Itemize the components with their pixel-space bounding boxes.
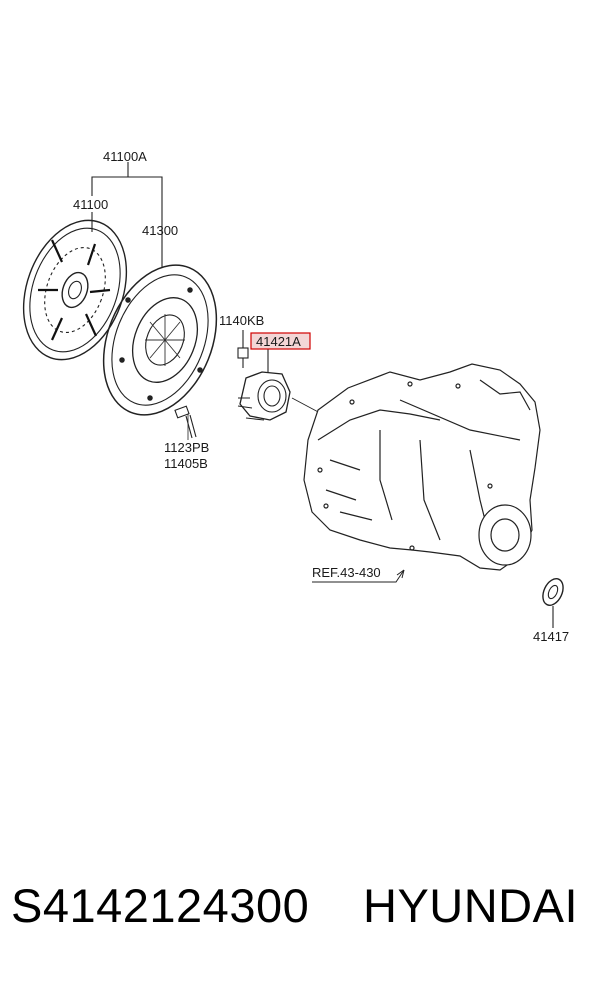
clutch-disc [22, 219, 128, 361]
label-seal: 41417 [533, 629, 569, 644]
label-bolt-a: 1123PB [164, 440, 209, 455]
transaxle-housing [303, 363, 541, 571]
label-bracket-bolt: 1140KB [219, 313, 264, 328]
oil-seal [542, 578, 564, 628]
bracket-bolt [237, 330, 249, 368]
assembly-bracket [91, 176, 163, 243]
label-bearing: 41421A [256, 334, 301, 349]
footer-caption: S4142124300 HYUNDAI [0, 878, 600, 948]
highlight-box [250, 332, 311, 350]
part-number: S4142124300 [11, 879, 310, 932]
label-bolt-b: 11405B [164, 456, 208, 471]
label-reference: REF.43-430 [312, 565, 381, 580]
release-bearing [237, 349, 323, 421]
brand-name: HYUNDAI [363, 879, 579, 932]
label-assembly: 41100A [103, 149, 147, 164]
label-cover: 41300 [142, 223, 178, 238]
clutch-cover [102, 264, 218, 416]
cover-bolt [174, 405, 197, 439]
label-disc: 41100 [73, 197, 108, 212]
